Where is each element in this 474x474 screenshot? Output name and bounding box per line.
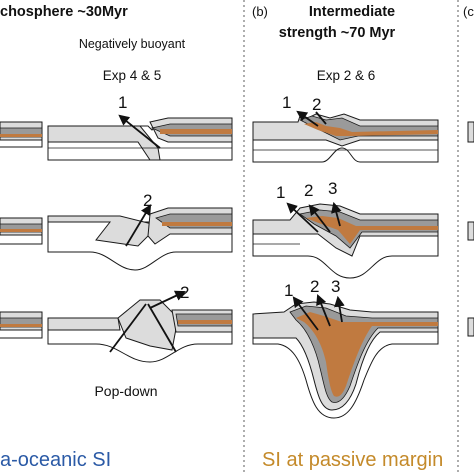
b-row3-label-2: 2 bbox=[310, 277, 319, 296]
panel-a-row1-model bbox=[47, 117, 233, 161]
b-row3-label-3: 3 bbox=[331, 277, 340, 296]
panel-b-header-line1: Intermediate bbox=[309, 4, 395, 20]
panel-a-header: chosphere ~30Myr bbox=[0, 4, 128, 20]
panel-a-row2-left-slab bbox=[0, 217, 43, 245]
panel-b-bottom-label: SI at passive margin bbox=[262, 449, 443, 471]
b-row3-fault1 bbox=[292, 296, 319, 331]
panel-c-edge-slabs bbox=[467, 121, 474, 337]
panel-b-header-line2: strength ~70 Myr bbox=[279, 25, 396, 41]
panel-b-experiment: Exp 2 & 6 bbox=[317, 68, 376, 83]
panel-b-row2-model bbox=[252, 203, 439, 279]
a-row2-label-2: 2 bbox=[143, 191, 152, 210]
panel-b-tag: (b) bbox=[252, 4, 268, 19]
a-row3-fault-arrowhead bbox=[149, 290, 186, 309]
panel-a-row3-model bbox=[47, 299, 233, 363]
panel-a-row3-left-slab bbox=[0, 311, 43, 339]
b-row3-label-1: 1 bbox=[284, 281, 293, 300]
b-row2-fault2 bbox=[308, 204, 331, 233]
panel-a-row1-left-slab bbox=[0, 121, 43, 148]
b-row2-label-2: 2 bbox=[304, 181, 313, 200]
a-row3-label-2: 2 bbox=[180, 283, 189, 302]
panel-a-subtitle: Negatively buoyant bbox=[79, 37, 186, 51]
b-row1-label-2: 2 bbox=[312, 95, 321, 114]
b-row1-label-1: 1 bbox=[282, 93, 291, 112]
b-row3-fault3 bbox=[334, 295, 345, 323]
b-row2-fault3 bbox=[331, 201, 342, 227]
a-row1-label-1: 1 bbox=[118, 93, 127, 112]
a-row1-fault-arrow bbox=[118, 114, 161, 149]
a-row2-fault-arrow bbox=[125, 204, 152, 247]
a-row3-fault-arrow bbox=[147, 303, 177, 353]
b-row2-fault1 bbox=[286, 202, 319, 233]
b-row1-fault1 bbox=[296, 110, 319, 127]
a-row3-fault-line bbox=[109, 303, 147, 353]
panel-b-row1-model bbox=[252, 113, 439, 163]
b-row2-label-3: 3 bbox=[328, 179, 337, 198]
b-row1-fault2 bbox=[315, 111, 327, 125]
a-pop-down-label: Pop-down bbox=[94, 383, 157, 399]
panel-a-row2-model bbox=[47, 207, 233, 271]
panel-a-experiment: Exp 4 & 5 bbox=[103, 68, 162, 83]
b-row3-fault2 bbox=[316, 293, 331, 327]
b-row2-label-1: 1 bbox=[276, 183, 285, 202]
panel-a-bottom-label: a-oceanic SI bbox=[0, 449, 111, 471]
panel-c-tag: (c bbox=[463, 4, 474, 19]
panel-b-row3-model bbox=[252, 301, 439, 419]
